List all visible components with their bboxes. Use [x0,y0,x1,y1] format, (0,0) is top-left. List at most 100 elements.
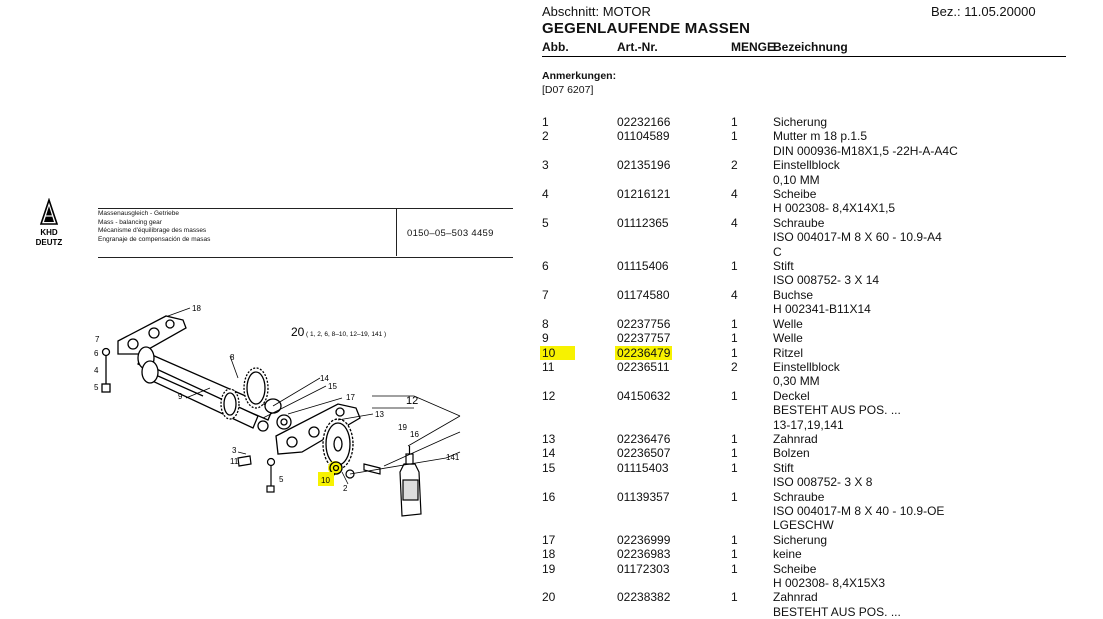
cell-abb: 16 [542,490,555,504]
adhesive-bottle [399,446,422,517]
cell-art-nr: 01174580 [617,288,670,302]
cell-art-nr: 01172303 [617,562,670,576]
cell-abb: 7 [542,288,549,302]
description-line: ISO 004017-M 8 X 60 - 10.9-A4 [773,230,942,245]
description-line: Stift [773,259,794,274]
callout: 16 [410,430,419,439]
section-label: Abschnitt: MOTOR [542,4,651,19]
cell-art-nr: 02135196 [617,158,670,172]
cell-menge: 2 [731,158,738,172]
cell-abb-text: 10 [540,345,576,360]
cell-art-nr-text: 02238382 [617,590,671,605]
cell-abb-text: 11 [542,359,555,374]
date-label: Bez.: 11.05.20000 [931,4,1036,19]
cell-art-nr-text: 02236983 [617,547,671,562]
callout: 5 [94,383,99,392]
callout: 18 [192,304,201,313]
cell-art-nr: 01112365 [617,216,669,230]
description-line: H 002308- 8,4X15X3 [773,576,886,590]
cell-abb-text: 9 [542,331,549,346]
cell-menge-text: 1 [731,446,738,461]
cell-menge: 1 [731,547,738,561]
description-line: Einstellblock [773,359,840,374]
cell-art-nr-text: 02236511 [617,359,670,374]
khd-deutz-logo: KHD DEUTZ [36,198,62,247]
cell-menge: 4 [731,216,738,230]
cell-menge: 1 [731,432,738,446]
title-block-divider [396,208,397,256]
cell-art-nr: 01115406 [617,259,669,273]
cell-menge-text: 4 [731,187,738,202]
cell-art-nr: 02238382 [617,590,670,604]
cell-abb: 8 [542,317,549,331]
callout: 14 [320,374,329,383]
cell-art-nr-text: 02236507 [617,446,671,461]
description-line: Bolzen [773,446,810,461]
drawing-code: 0150–05–503 4459 [407,228,494,239]
cell-art-nr: 02232166 [617,115,670,129]
callout: 6 [94,349,99,358]
cell-art-nr-text: 02236476 [617,431,671,446]
description-line: Scheibe [773,187,817,202]
illustration-panel: Massenausgleich - Getriebe Mass - balanc… [0,0,520,616]
description-line: Zahnrad [773,590,818,605]
large-gear [322,418,354,470]
cell-art-nr: 02236999 [617,533,670,547]
description-line: Schraube [773,215,825,230]
callout: 2 [343,484,348,493]
notes-label: Anmerkungen: [542,70,617,82]
cell-art-nr: 02237756 [617,317,670,331]
page-title: GEGENLAUFENDE MASSEN [542,20,751,37]
cell-menge: 1 [731,446,738,460]
cell-abb-text: 1 [542,115,549,129]
cell-abb: 13 [542,432,555,446]
cell-abb: 2 [542,129,549,143]
cell-abb: 6 [542,259,549,273]
cell-abb: 4 [542,187,549,201]
cell-menge-text: 1 [731,431,738,446]
cell-menge: 1 [731,259,738,273]
cell-menge: 1 [731,346,738,360]
description-line: H 002341-B11X14 [773,302,871,317]
logo-khd: KHD [40,228,58,237]
cell-abb-text: 7 [542,287,549,302]
cell-art-nr-text: 01115406 [617,259,669,274]
cell-menge-text: 1 [731,115,738,129]
cell-menge-text: 1 [731,460,738,475]
cell-bezeichnung: Bolzen [773,446,1072,460]
description-line: LGESCHW [773,518,834,533]
cell-bezeichnung: keine [773,547,1072,561]
column-header-row: Abb. Art.-Nr. MENGE Bezeichnung [542,40,1066,57]
col-menge: MENGE [731,40,776,54]
cell-abb: 18 [542,547,555,561]
cell-abb-text: 18 [542,547,556,562]
cell-menge: 1 [731,490,738,504]
cell-art-nr-text: 01139357 [617,489,670,504]
cell-art-nr-text: 01104589 [617,129,670,144]
title-block-frame [98,208,513,258]
cell-abb-text: 12 [542,388,556,403]
bracket-rear [275,403,361,455]
callout: 141 [446,453,460,462]
cell-art-nr: 01216121 [617,187,670,201]
cell-art-nr-text: 02232166 [617,115,671,129]
cell-abb: 15 [542,461,555,475]
cell-art-nr: 01139357 [617,490,670,504]
cell-art-nr: 02237757 [617,331,670,345]
